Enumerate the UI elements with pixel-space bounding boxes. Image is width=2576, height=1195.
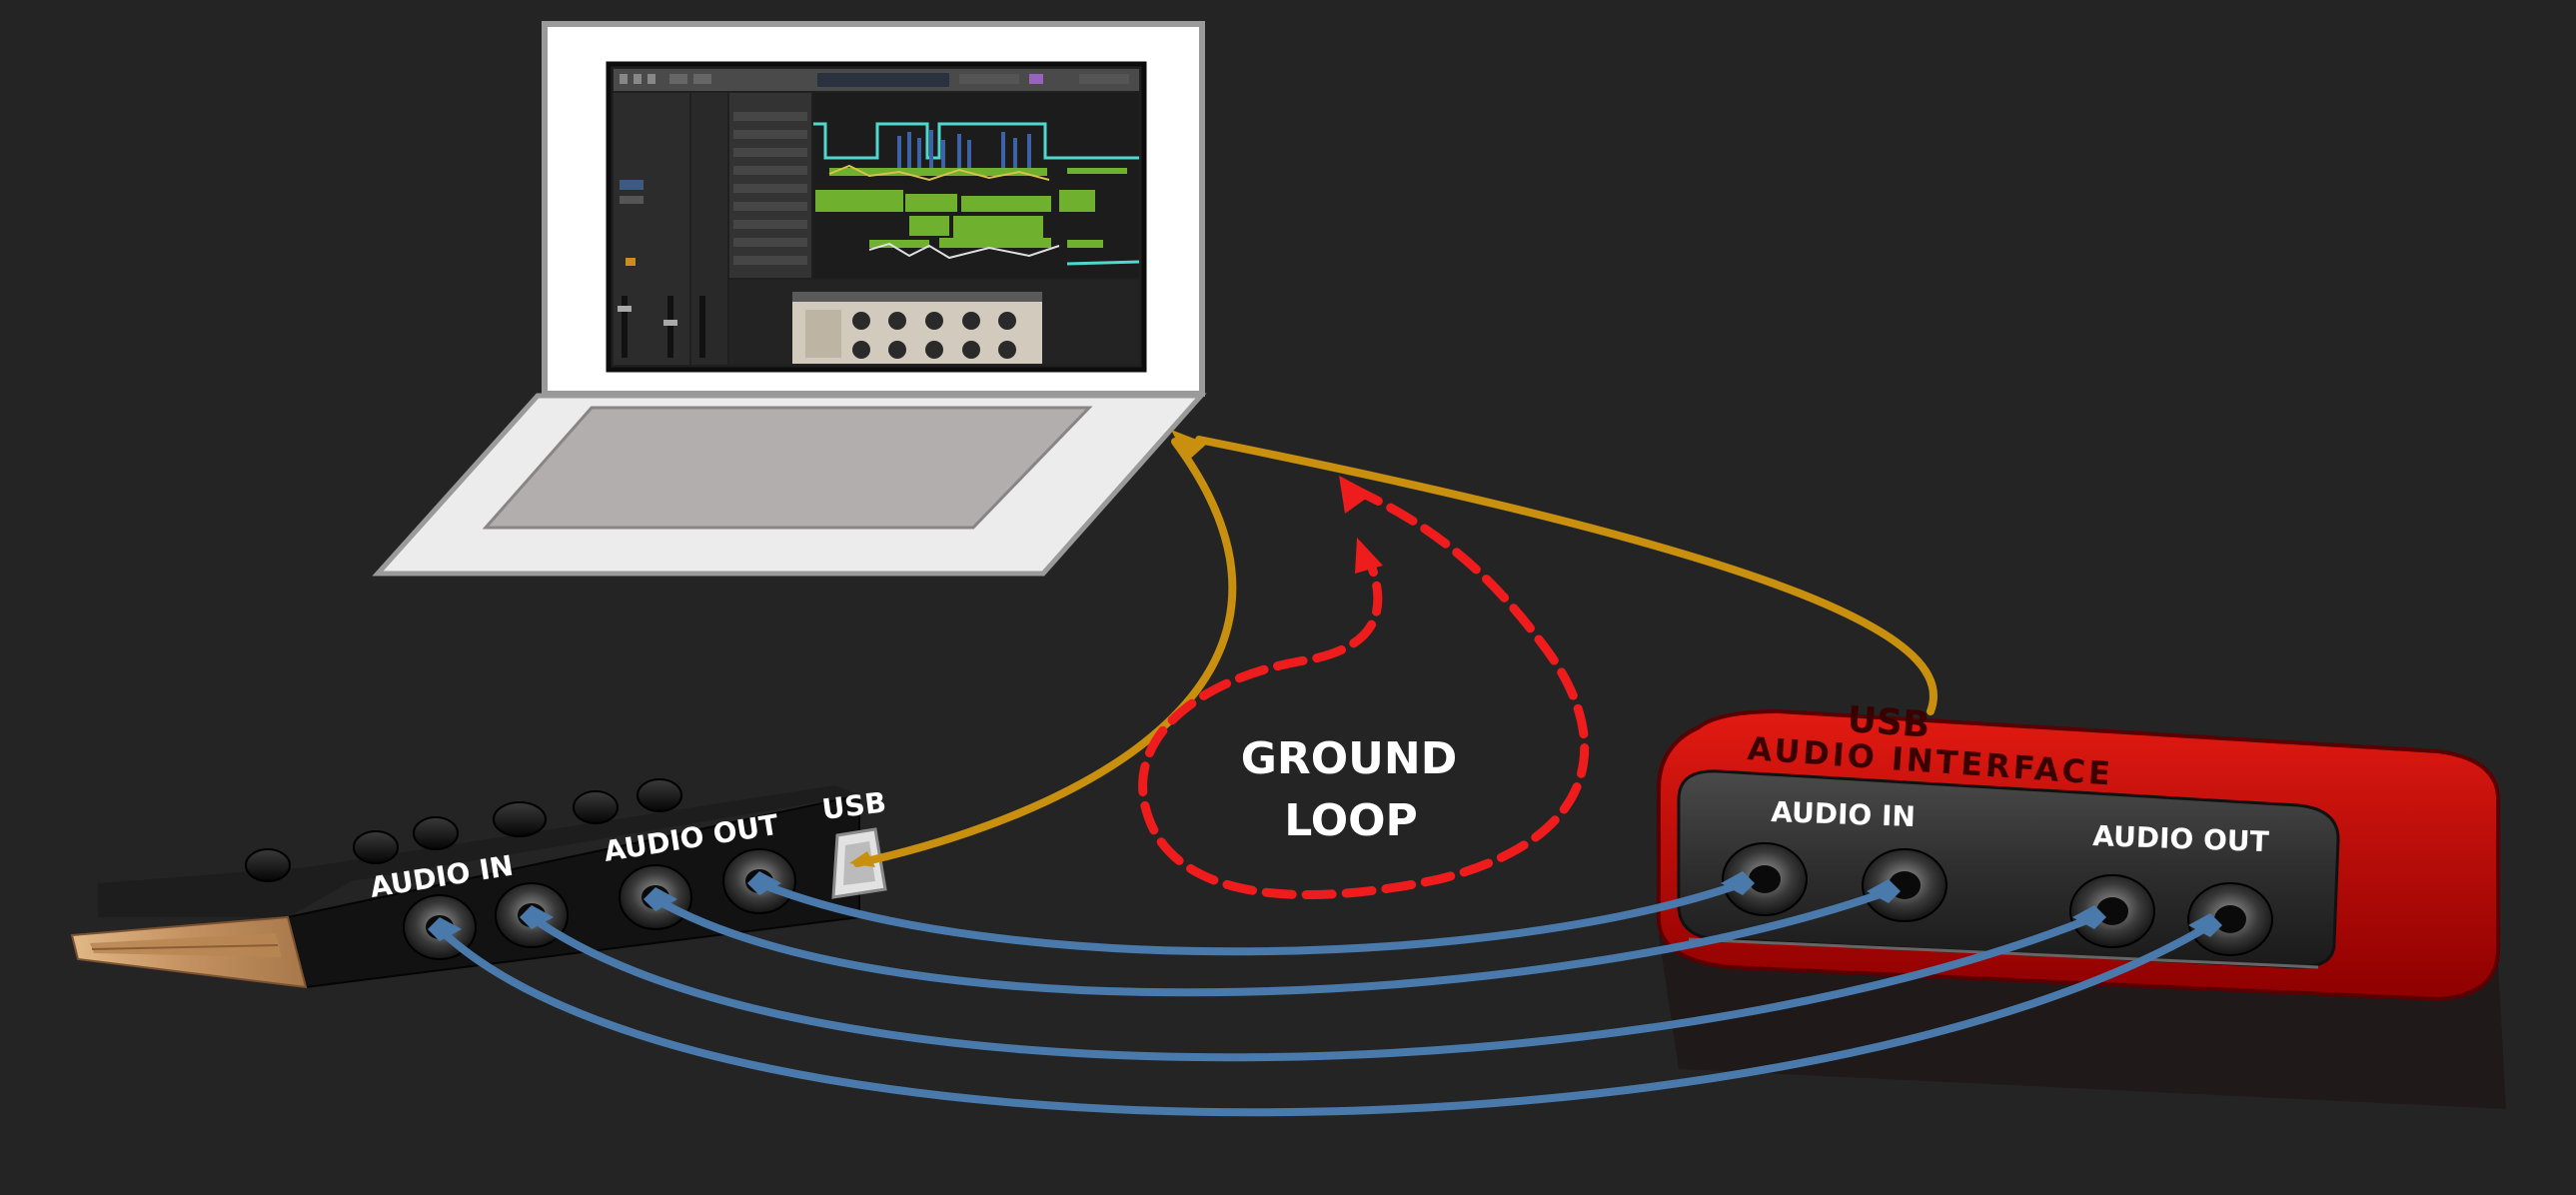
- ground-loop-arrow-top: [1339, 476, 1373, 514]
- console-knobs: [245, 778, 682, 882]
- interface-audio-in-jack-1: [1722, 842, 1808, 916]
- usb-audio-interface: USB AUDIO INTERFACE AUDIO IN AUDIO OUT: [1657, 699, 2506, 1109]
- mixing-console: AUDIO IN AUDIO OUT USB: [70, 778, 888, 989]
- interface-title-usb: USB: [1846, 699, 1931, 746]
- daw-screen-icon: [606, 61, 1147, 373]
- ground-loop: GROUND LOOP: [1138, 476, 1590, 900]
- laptop: [372, 21, 1207, 577]
- audio-cable-3: [528, 913, 2098, 1062]
- interface-audio-out-label: AUDIO OUT: [2092, 819, 2269, 858]
- audio-cable-4: [436, 921, 2214, 1117]
- interface-audio-in-jack-2: [1862, 848, 1947, 922]
- ground-loop-label-line2: LOOP: [1284, 795, 1418, 846]
- audio-cable-tips: [428, 871, 2222, 941]
- audio-cables: [436, 879, 2214, 1117]
- ground-loop-label-line1: GROUND: [1241, 733, 1457, 784]
- interface-audio-out-jack-2: [2187, 882, 2273, 956]
- usb-cable-arrows: [849, 430, 1207, 867]
- audio-cable-2: [651, 887, 1893, 997]
- ground-loop-arrow-inner: [1355, 538, 1383, 574]
- console-usb-label: USB: [820, 785, 888, 826]
- usb-cable-interface: [1195, 436, 1938, 715]
- ground-loop-path: [1138, 485, 1590, 900]
- interface-audio-in-label: AUDIO IN: [1771, 795, 1917, 833]
- interface-front-panel: [1677, 769, 2340, 969]
- audio-cable-1: [755, 879, 1747, 956]
- laptop-keyboard: [482, 406, 1093, 530]
- console-top: [98, 785, 859, 917]
- interface-audio-out-jack-1: [2069, 874, 2155, 948]
